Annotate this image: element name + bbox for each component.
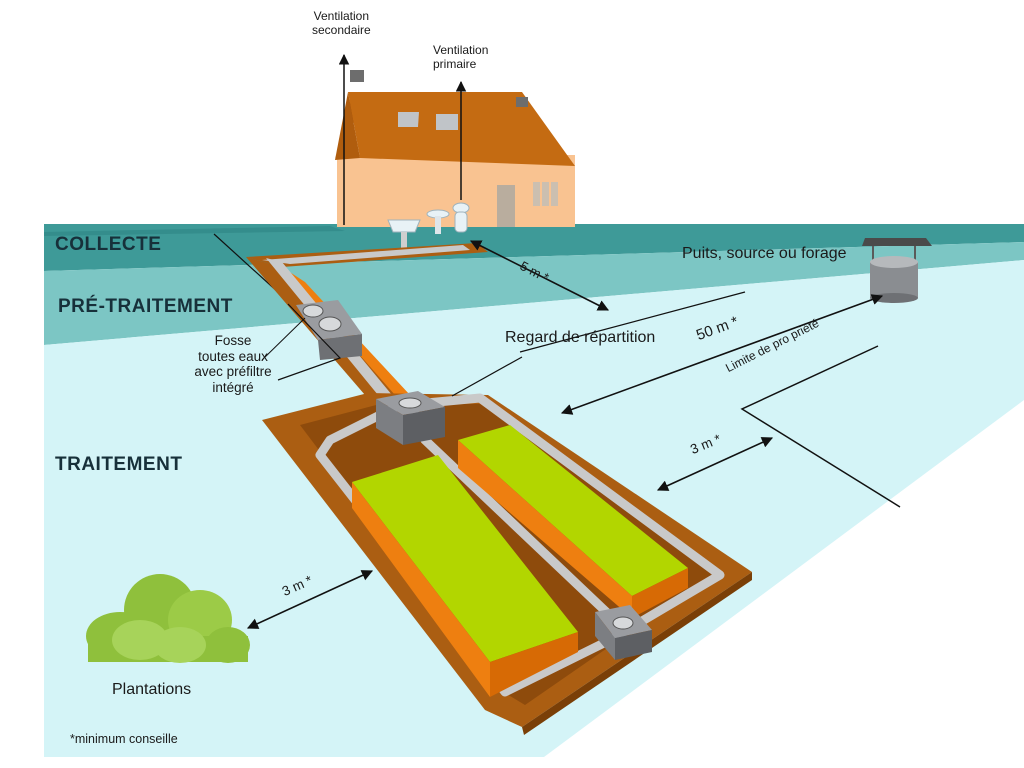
fosse-label: Fosse toutes eaux avec préfiltre intégré — [194, 333, 272, 395]
sanitary-fixtures — [387, 202, 470, 252]
regard-pointer — [451, 356, 523, 397]
ventilation-primaire-label: Ventilation primaire — [433, 43, 489, 71]
collecte-pipe — [262, 245, 470, 264]
ventilation-secondaire-label: Ventilation secondaire — [312, 9, 371, 37]
collection-box — [595, 605, 652, 660]
zone-label-pretraitement: PRÉ-TRAITEMENT — [58, 296, 233, 317]
distance-arrow-3m-plantations — [246, 570, 374, 629]
filter-bed-left — [352, 455, 578, 697]
fosse-pointer — [261, 317, 306, 361]
puits-label: Puits, source ou forage — [682, 245, 847, 262]
zone-label-traitement: TRAITEMENT — [55, 454, 183, 475]
collecte-band-shadow — [44, 226, 345, 236]
regard-box — [376, 391, 445, 445]
fosse-outline — [277, 303, 342, 381]
well — [862, 238, 932, 303]
plantations-label: Plantations — [112, 681, 192, 698]
zone-label-collecte: COLLECTE — [55, 234, 162, 255]
distance-arrow-3m-boundary — [656, 437, 774, 491]
plantations-bush — [86, 574, 250, 663]
regard-label: Regard de répartition — [505, 329, 656, 346]
filter-bed-right — [458, 425, 688, 618]
house — [335, 70, 575, 227]
distance-arrow-50m — [560, 294, 884, 415]
footnote: *minimum conseille — [70, 732, 178, 746]
